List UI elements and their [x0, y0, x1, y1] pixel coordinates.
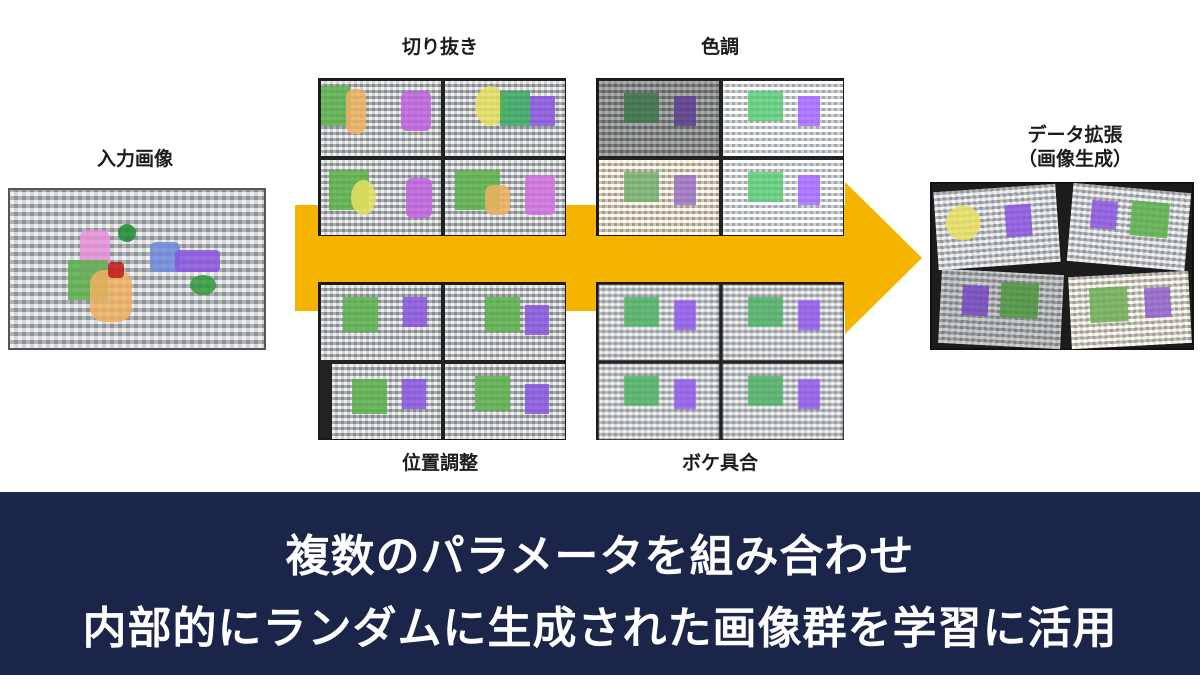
position-label: 位置調整 — [401, 452, 478, 474]
input-image — [8, 188, 266, 350]
summary-banner: 複数のパラメータを組み合わせ 内部的にランダムに生成された画像群を学習に活用 — [0, 492, 1200, 675]
position-sample — [321, 285, 441, 360]
crop-sample — [321, 160, 441, 235]
color-panel — [596, 78, 844, 236]
position-sample — [332, 364, 441, 439]
blur-sample — [723, 285, 843, 360]
crop-sample — [445, 160, 565, 235]
input-image-label: 入力画像 — [96, 148, 173, 170]
position-sample — [445, 364, 565, 439]
color-sample — [723, 81, 843, 156]
position-panel — [318, 282, 566, 440]
blur-label: ボケ具合 — [681, 452, 758, 474]
blur-sample — [599, 364, 719, 439]
augmented-images-panel — [930, 182, 1194, 350]
blur-panel — [596, 282, 844, 440]
position-sample — [445, 285, 565, 360]
blur-sample — [599, 285, 719, 360]
banner-line-1: 複数のパラメータを組み合わせ — [285, 531, 915, 582]
color-sample — [599, 81, 719, 156]
augment-label: データ拡張 （画像生成） — [1017, 124, 1132, 170]
banner-line-2: 内部的にランダムに生成された画像群を学習に活用 — [82, 603, 1118, 654]
crop-sample — [321, 81, 441, 156]
augmented-sample — [1068, 270, 1192, 350]
color-sample — [599, 160, 719, 235]
augmented-sample — [938, 268, 1064, 350]
augmented-sample — [1066, 183, 1192, 271]
blur-sample — [723, 364, 843, 439]
color-sample — [723, 160, 843, 235]
augmented-sample — [933, 183, 1061, 271]
color-label: 色調 — [700, 36, 739, 58]
crop-panel — [318, 78, 566, 236]
crop-sample — [445, 81, 565, 156]
crop-label: 切り抜き — [401, 36, 478, 58]
